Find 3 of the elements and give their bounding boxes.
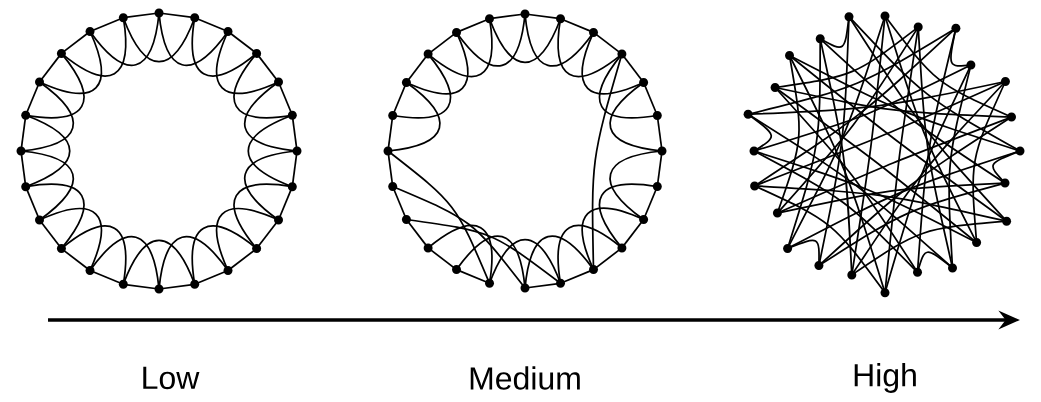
axis-label: Medium: [470, 366, 580, 390]
axis-label: High: [854, 363, 916, 393]
axis-label: Low: [143, 366, 200, 390]
